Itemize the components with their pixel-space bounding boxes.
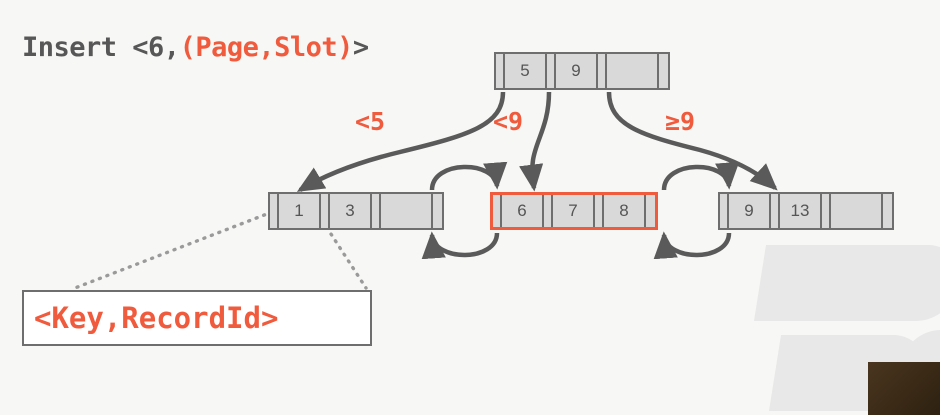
root-key-9[interactable]: 9 (556, 54, 598, 88)
root-pointer-3[interactable] (659, 54, 668, 88)
leaf-right-pointer-3[interactable] (883, 194, 892, 228)
leaf-middle-pointer-0[interactable] (493, 195, 502, 227)
sibling-arrow-middle-to-left (421, 231, 500, 260)
leaf-left-pointer-3[interactable] (433, 194, 442, 228)
sibling-arrow-right-to-middle (653, 231, 732, 260)
root-pointer-2[interactable] (598, 54, 607, 88)
leaf-right-key-9[interactable]: 9 (729, 194, 771, 228)
root-node[interactable]: 5 9 (494, 52, 670, 90)
leaf-middle-key-8[interactable]: 8 (604, 195, 646, 227)
leaf-right-pointer-1[interactable] (771, 194, 780, 228)
leaf-middle-key-7[interactable]: 7 (553, 195, 595, 227)
leaf-left-key-1[interactable]: 1 (279, 194, 321, 228)
root-key-5[interactable]: 5 (505, 54, 547, 88)
page-title: Insert <6,(Page,Slot)> (22, 32, 369, 63)
swoosh-shape-right (894, 330, 940, 400)
leaf-middle-pointer-2[interactable] (595, 195, 604, 227)
title-prefix: Insert <6, (22, 32, 180, 63)
edge-root-to-middle-leaf (519, 91, 552, 192)
legend-callout-box: <Key,RecordId> (22, 290, 372, 346)
edge-root-to-left-leaf (296, 91, 506, 192)
leaf-left-pointer-1[interactable] (321, 194, 330, 228)
leaf-left-pointer-0[interactable] (270, 194, 279, 228)
leaf-right-pointer-0[interactable] (720, 194, 729, 228)
sibling-arrow-left-to-middle (429, 161, 508, 191)
edge-label-greater-equal-9: ≥9 (665, 107, 696, 136)
root-pointer-1[interactable] (547, 54, 556, 88)
leaf-node-right[interactable]: 9 13 (718, 192, 894, 230)
title-suffix: > (352, 32, 369, 63)
root-empty-slot[interactable] (607, 54, 659, 88)
swoosh-shape-upper (753, 245, 940, 321)
leaf-right-key-13[interactable]: 13 (780, 194, 822, 228)
callout-leader-left (73, 210, 274, 290)
leaf-left-pointer-2[interactable] (372, 194, 381, 228)
title-highlight: (Page,Slot) (179, 32, 354, 63)
root-pointer-0[interactable] (496, 54, 505, 88)
leaf-left-empty-slot[interactable] (381, 194, 433, 228)
leaf-middle-pointer-1[interactable] (544, 195, 553, 227)
edge-label-less-than-9: <9 (493, 107, 524, 136)
swoosh-shape-lower (768, 335, 932, 411)
leaf-right-empty-slot[interactable] (831, 194, 883, 228)
leaf-right-pointer-2[interactable] (822, 194, 831, 228)
corner-block (868, 362, 940, 415)
leaf-node-middle-highlighted[interactable]: 6 7 8 (490, 192, 658, 230)
leaf-node-left[interactable]: 1 3 (268, 192, 444, 230)
leaf-middle-pointer-3[interactable] (646, 195, 655, 227)
legend-callout-text: <Key,RecordId> (34, 301, 279, 335)
sibling-arrow-middle-to-right (661, 161, 740, 191)
edge-label-less-than-5: <5 (355, 107, 386, 136)
leaf-left-key-3[interactable]: 3 (330, 194, 372, 228)
leaf-middle-key-6[interactable]: 6 (502, 195, 544, 227)
